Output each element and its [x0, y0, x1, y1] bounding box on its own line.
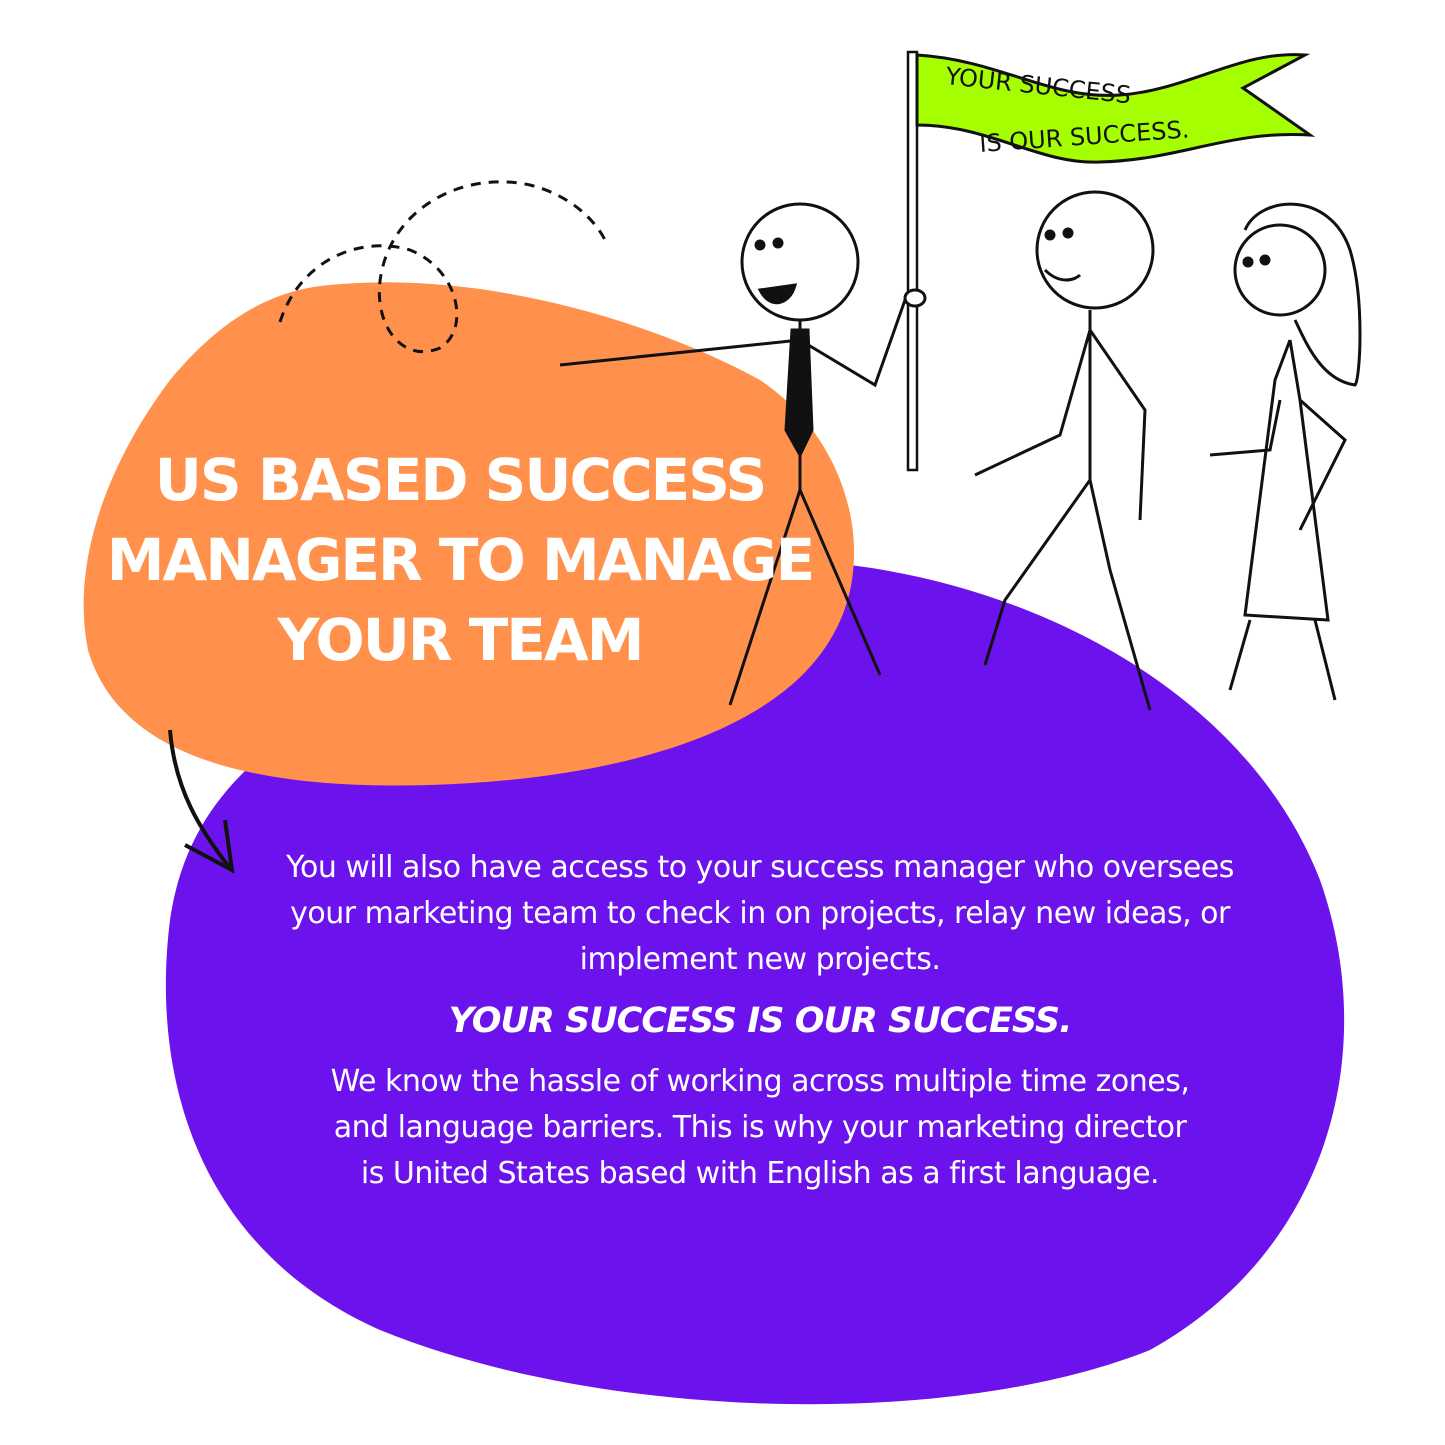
- paragraph-us-based: We know the hassle of working across mul…: [330, 1064, 1190, 1191]
- paragraph-success-manager: You will also have access to your succes…: [286, 850, 1234, 977]
- curved-arrow-icon: [168, 729, 235, 874]
- dashed-loop-icon: [278, 180, 607, 354]
- stick-figure-woman: [1209, 202, 1362, 701]
- orange-blob: [83, 282, 855, 786]
- headline: US BASED SUCCESS MANAGER TO MANAGE YOUR …: [106, 446, 815, 674]
- body-text-column: You will also have access to your succes…: [270, 845, 1250, 1197]
- stick-figure-man: [974, 190, 1155, 711]
- stick-figure-leader: [559, 202, 927, 706]
- tagline: YOUR SUCCESS IS OUR SUCCESS.: [448, 1001, 1073, 1041]
